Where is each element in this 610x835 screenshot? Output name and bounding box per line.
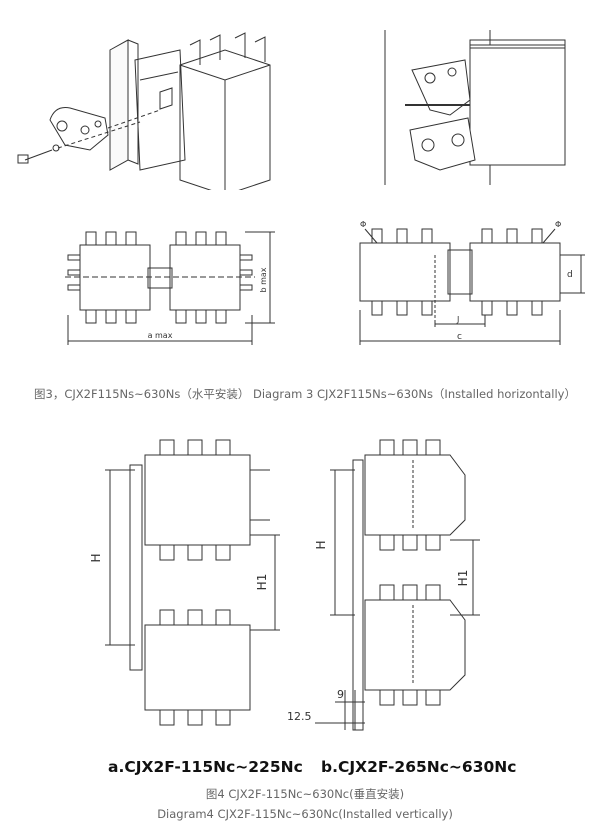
diagram4-caption-en: Diagram4 CJX2F-115Nc~630Nc(Installed ver… [157,807,453,821]
dim-b-9: 9 [337,688,344,701]
vertical-install-b-drawing: H H1 9 12.5 [287,439,480,731]
dim-a-max: a max [148,331,173,340]
dim-c: c [457,332,462,342]
diagram3-caption: 图3，CJX2F115Ns~630Ns（水平安装） Diagram 3 CJX2… [34,387,576,401]
vertical-install-a-drawing: H H1 [89,439,280,726]
side-view-drawing [384,30,566,185]
subtitle-b: b.CJX2F-265Nc~630Nc [321,758,517,776]
horizontal-top-view-left: b max a max [65,231,275,345]
dim-a-H1: H1 [255,574,269,591]
dim-phi-left: Φ [360,220,366,229]
dim-b-H: H [314,540,328,549]
diagram4-caption-cn: 图4 CJX2F-115Nc~630Nc(垂直安装) [205,787,405,801]
subtitle-a: a.CJX2F-115Nc~225Nc [108,758,303,776]
dim-a-H: H [89,553,103,562]
horizontal-top-view-right: Φ Φ d J c [359,220,585,345]
dim-d: d [567,270,573,280]
dim-j: J [456,315,459,324]
dim-phi-right: Φ [555,220,561,229]
isometric-assembly-drawing [17,32,271,190]
dim-b-max: b max [259,267,268,292]
dim-b-H1: H1 [456,570,470,587]
dim-b-12-5: 12.5 [287,710,312,723]
